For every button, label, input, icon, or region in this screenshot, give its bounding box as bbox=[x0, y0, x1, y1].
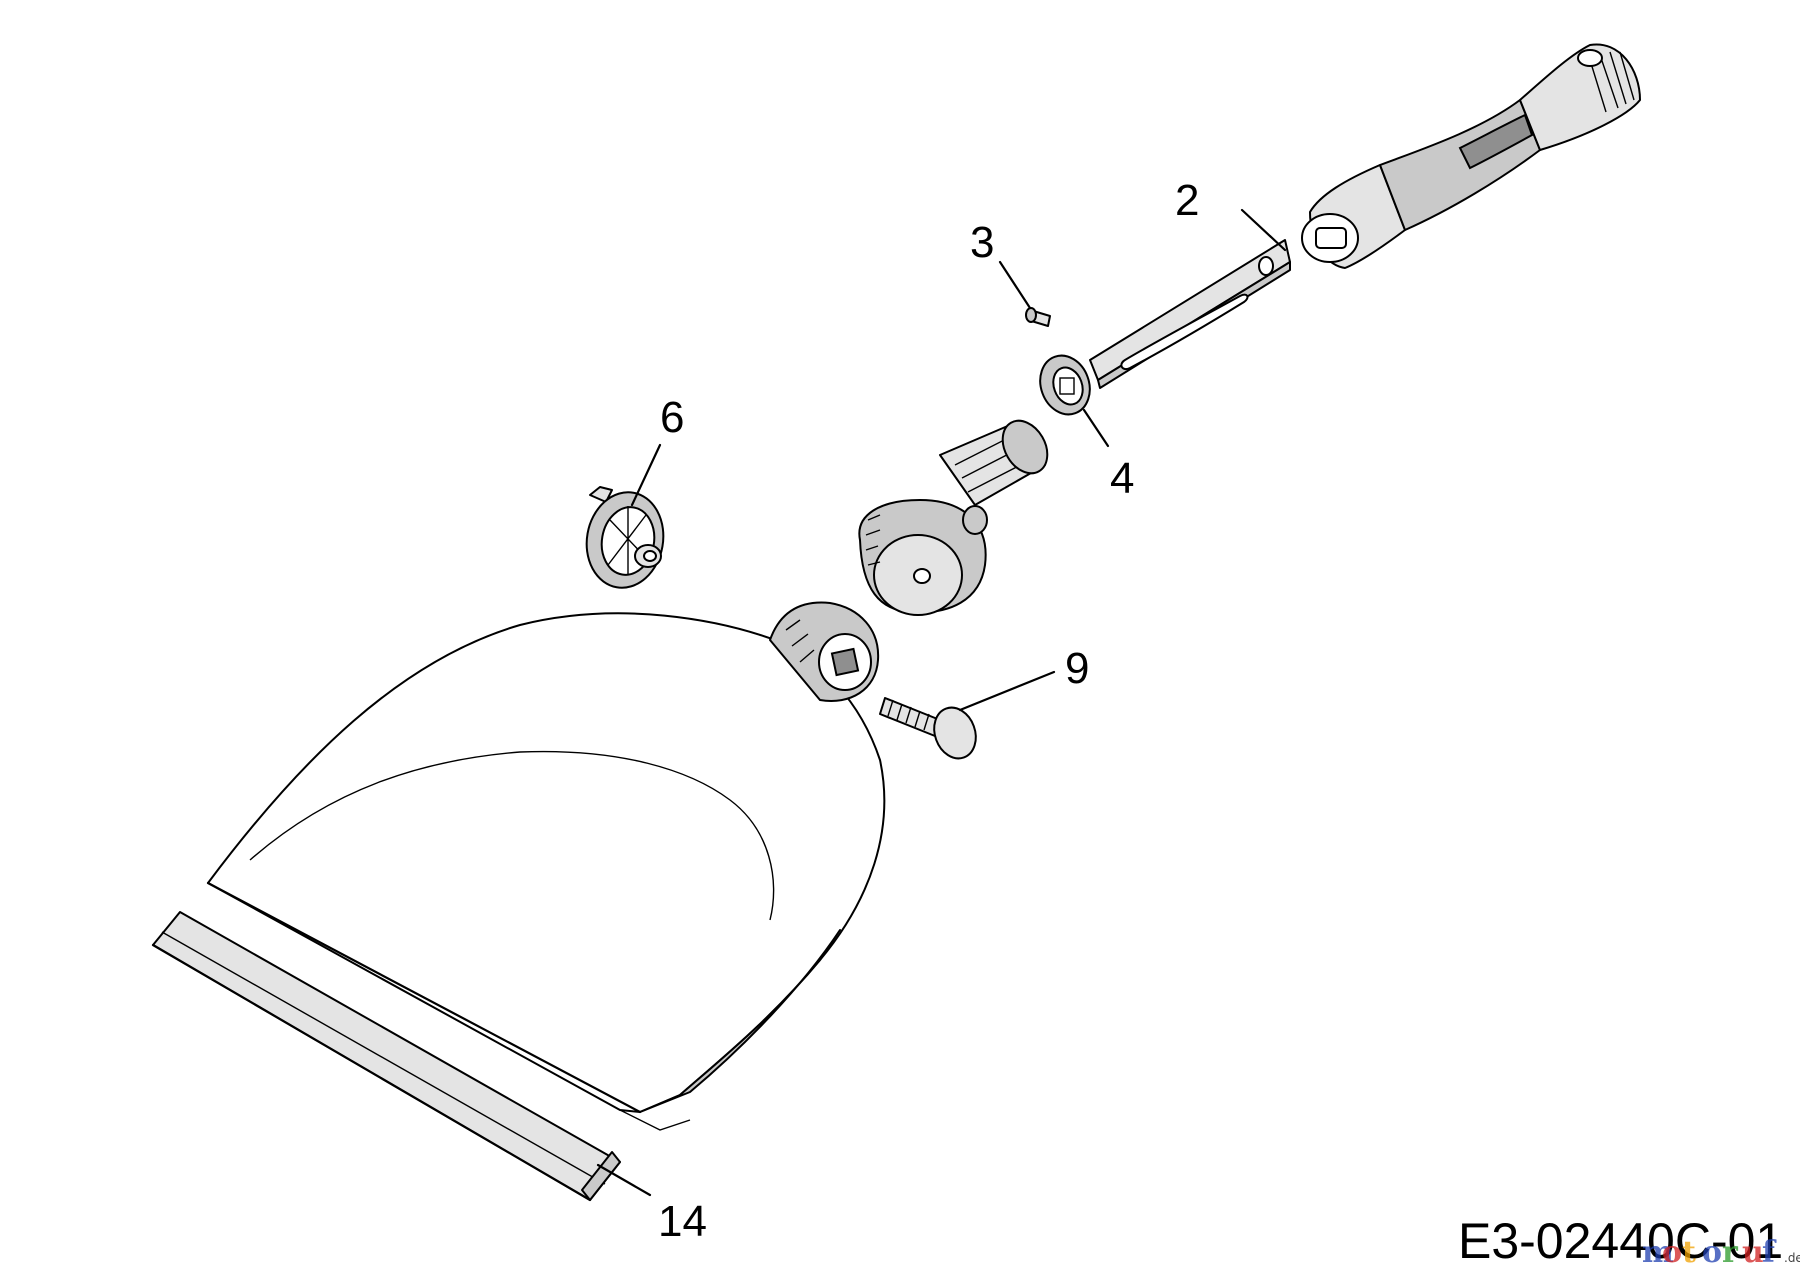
handle-grip bbox=[1301, 43, 1641, 269]
reference-code: E3-02440C-01 bbox=[1458, 1213, 1783, 1269]
watermark-letter: f bbox=[1762, 1235, 1777, 1270]
watermark-letter: m bbox=[1642, 1235, 1674, 1270]
callout-3: 3 bbox=[970, 218, 994, 267]
watermark-letter: o bbox=[1702, 1235, 1722, 1270]
watermark-letter: u bbox=[1742, 1235, 1764, 1270]
watermark-letter: r bbox=[1722, 1235, 1739, 1270]
part-6-cap bbox=[585, 486, 665, 589]
part-4-ring bbox=[1039, 354, 1091, 416]
callout-6: 6 bbox=[660, 393, 684, 442]
watermark-letter: o bbox=[1662, 1235, 1682, 1270]
watermark-letter: t bbox=[1682, 1235, 1696, 1270]
callout-2: 2 bbox=[1175, 176, 1199, 225]
watermark-tld: .de bbox=[1784, 1251, 1800, 1265]
joint-housing bbox=[858, 419, 1049, 616]
callout-4: 4 bbox=[1110, 454, 1134, 503]
leader-lines bbox=[596, 208, 1287, 1197]
callout-14: 14 bbox=[658, 1197, 707, 1246]
part-14-wear-strip bbox=[151, 911, 621, 1202]
leader-6 bbox=[630, 443, 662, 507]
leader-3 bbox=[998, 260, 1032, 310]
shovel-blade bbox=[206, 612, 886, 1131]
leader-2 bbox=[1240, 208, 1287, 252]
callout-9: 9 bbox=[1065, 644, 1089, 693]
part-3-screw bbox=[1025, 307, 1051, 327]
leader-4 bbox=[1082, 408, 1110, 448]
part-2-bar bbox=[1089, 239, 1291, 389]
blade-hinge bbox=[769, 601, 880, 702]
leader-9 bbox=[958, 670, 1056, 712]
leader-14 bbox=[596, 1163, 652, 1197]
part-9-bolt bbox=[879, 697, 977, 760]
